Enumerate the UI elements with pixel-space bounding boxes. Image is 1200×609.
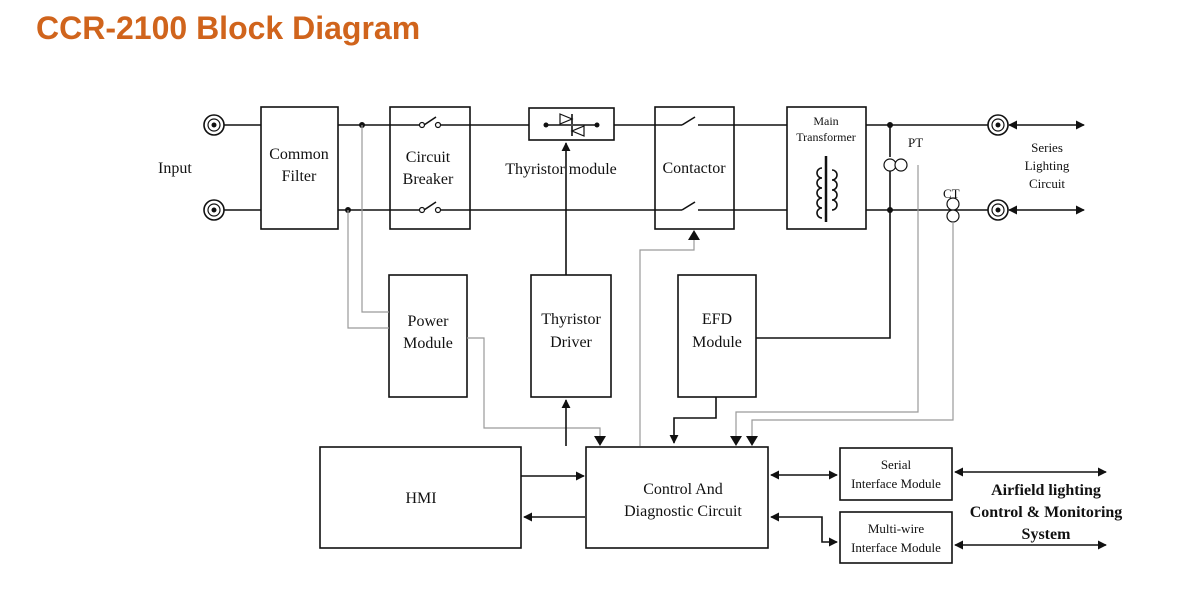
common-filter-box bbox=[260, 106, 339, 230]
pt-to-efd-line bbox=[756, 210, 891, 339]
circuit-breaker-label-2: Breaker bbox=[403, 171, 454, 188]
power-module-label-2: Module bbox=[403, 335, 453, 352]
airfield-label-1: Airfield lighting bbox=[991, 482, 1101, 499]
airfield-label-3: System bbox=[1022, 526, 1072, 543]
ct-symbol bbox=[946, 197, 960, 223]
hmi-label: HMI bbox=[405, 490, 436, 507]
contactor-switch-top bbox=[655, 116, 734, 126]
hmi-box bbox=[319, 446, 522, 549]
pt-feedback-line bbox=[735, 165, 919, 440]
control-multiwire-arrow bbox=[770, 512, 838, 547]
main-transformer-label-2: Transformer bbox=[796, 130, 856, 144]
multiwire-interface-box bbox=[839, 511, 953, 564]
thyristor-driver-label-2: Driver bbox=[550, 334, 592, 351]
efd-module-label-2: Module bbox=[692, 334, 742, 351]
transformer-coil-symbol bbox=[816, 156, 838, 222]
efd-to-control-arrow bbox=[669, 397, 717, 444]
multiwire-interface-label-1: Multi-wire bbox=[868, 521, 925, 536]
efd-module-label-1: EFD bbox=[702, 311, 732, 328]
arrow-head bbox=[730, 436, 742, 446]
output-terminal-top bbox=[987, 114, 1009, 136]
common-filter-label-2: Filter bbox=[282, 168, 317, 185]
series-circuit-label-3: Circuit bbox=[1029, 176, 1065, 191]
arrow-head bbox=[594, 436, 606, 446]
common-filter-label-1: Common bbox=[269, 146, 329, 163]
ct-label: CT bbox=[943, 186, 960, 201]
arrow-head bbox=[688, 230, 700, 240]
input-label: Input bbox=[158, 160, 192, 177]
control-diagnostic-box bbox=[585, 446, 769, 549]
airfield-label-2: Control & Monitoring bbox=[970, 504, 1123, 521]
breaker-switch-bottom bbox=[390, 201, 470, 214]
power-feed-line bbox=[361, 125, 389, 313]
contactor-label: Contactor bbox=[662, 160, 726, 177]
breaker-switch-top bbox=[390, 116, 470, 129]
contactor-box bbox=[654, 106, 735, 230]
control-label-2: Diagnostic Circuit bbox=[624, 503, 742, 520]
thyristor-driver-label-1: Thyristor bbox=[541, 311, 601, 328]
thyristor-module-label: Thyristor module bbox=[505, 161, 617, 178]
power-module-to-control-line bbox=[467, 337, 601, 440]
thyristor-driver-box bbox=[530, 274, 612, 398]
control-label-1: Control And bbox=[643, 481, 723, 498]
serial-interface-box bbox=[839, 447, 953, 501]
contactor-switch-bottom bbox=[655, 201, 734, 211]
power-module-label-1: Power bbox=[408, 313, 450, 330]
control-to-contactor-line bbox=[639, 236, 695, 446]
diagram-title: CCR-2100 Block Diagram bbox=[36, 10, 421, 46]
power-feed-line bbox=[347, 210, 389, 329]
input-terminal-bottom bbox=[203, 199, 225, 221]
pt-label: PT bbox=[908, 135, 923, 150]
input-terminal-top bbox=[203, 114, 225, 136]
arrow-head bbox=[746, 436, 758, 446]
series-circuit-label-1: Series bbox=[1031, 140, 1063, 155]
circuit-breaker-label-1: Circuit bbox=[406, 149, 451, 166]
series-circuit-label-2: Lighting bbox=[1025, 158, 1070, 173]
output-terminal-bottom bbox=[987, 199, 1009, 221]
ct-feedback-line bbox=[751, 222, 954, 440]
power-module-box bbox=[388, 274, 468, 398]
serial-interface-label-2: Interface Module bbox=[851, 476, 941, 491]
main-transformer-label-1: Main bbox=[813, 114, 838, 128]
efd-module-box bbox=[677, 274, 757, 398]
circuit-breaker-box bbox=[389, 106, 471, 230]
thyristor-symbol bbox=[543, 113, 600, 137]
pt-symbol bbox=[883, 125, 908, 210]
multiwire-interface-label-2: Interface Module bbox=[851, 540, 941, 555]
serial-interface-label-1: Serial bbox=[881, 457, 912, 472]
